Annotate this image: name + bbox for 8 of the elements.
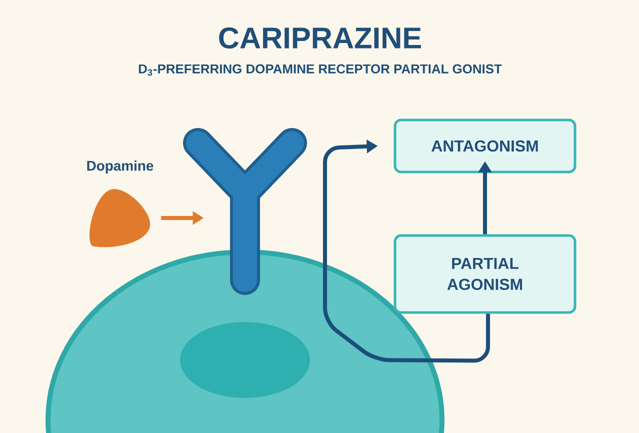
receptor-drawing (183, 128, 307, 295)
subtitle: D$_{3}$-PREFERRING DOPAMINE RECEPTOR PARTIAL GONIST (138, 64, 502, 76)
node-label: Dopamine (87, 160, 154, 174)
arrow (323, 140, 490, 363)
effect-box: PARTIAL AGONISM (394, 234, 576, 314)
effect-box: ANTAGONISM (394, 118, 576, 174)
cell-nucleus (180, 322, 310, 398)
title: CARIPRAZINE (219, 27, 421, 49)
